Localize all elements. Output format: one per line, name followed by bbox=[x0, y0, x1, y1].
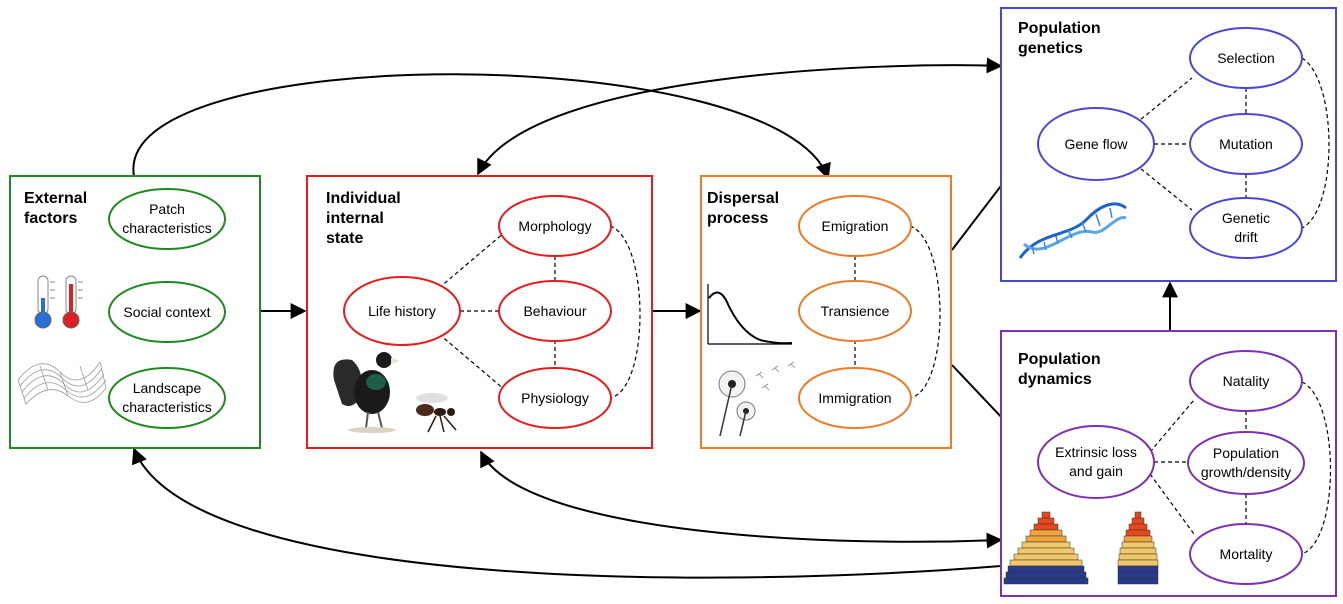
node-life-history bbox=[343, 276, 461, 346]
svg-text:Physiology: Physiology bbox=[521, 390, 589, 406]
individual-connectors bbox=[438, 225, 641, 399]
ant-icon bbox=[416, 393, 457, 433]
svg-text:Natality: Natality bbox=[1223, 373, 1270, 389]
arrow-dynamics-individual bbox=[480, 450, 1003, 549]
node-patch-characteristics bbox=[108, 188, 226, 250]
node-extrinsic-loss-and-gain bbox=[1037, 425, 1155, 499]
arrow-individual-to-genetics bbox=[477, 57, 1003, 176]
svg-text:Emigration: Emigration bbox=[822, 218, 889, 234]
thermometer-hot-icon bbox=[62, 275, 83, 329]
node-immigration bbox=[798, 367, 912, 429]
dispersal-kernel-icon bbox=[707, 284, 793, 345]
landscape-surface-icon bbox=[17, 361, 107, 405]
thermometer-cold-icon bbox=[34, 275, 55, 329]
population-pyramid-icon bbox=[1003, 511, 1089, 585]
dandelion-seeds-icon bbox=[718, 361, 796, 437]
node-physiology bbox=[498, 367, 612, 429]
svg-text:Transience: Transience bbox=[821, 303, 890, 319]
svg-text:Immigration: Immigration bbox=[818, 390, 891, 406]
node-selection bbox=[1189, 27, 1303, 89]
svg-text:Life history: Life history bbox=[368, 303, 436, 319]
arrow-dynamics-to-external bbox=[132, 447, 1002, 579]
node-mutation bbox=[1189, 113, 1303, 175]
svg-text:Morphology: Morphology bbox=[518, 218, 591, 234]
node-landscape-characteristics bbox=[108, 367, 226, 429]
population-pyramid-icon bbox=[1117, 511, 1159, 585]
capercaillie-icon bbox=[333, 352, 400, 433]
dna-icon bbox=[1018, 202, 1127, 259]
node-gene-flow bbox=[1037, 107, 1155, 181]
svg-text:Selection: Selection bbox=[1217, 50, 1275, 66]
node-population-growth-density bbox=[1187, 431, 1305, 495]
node-morphology bbox=[498, 195, 612, 257]
arrow-external-to-dispersal bbox=[132, 73, 831, 180]
node-social-context bbox=[108, 281, 226, 343]
svg-text:Gene flow: Gene flow bbox=[1064, 136, 1128, 152]
svg-text:Behaviour: Behaviour bbox=[523, 303, 586, 319]
svg-text:Social context: Social context bbox=[123, 304, 210, 320]
node-emigration bbox=[798, 195, 912, 257]
dynamics-connectors bbox=[1149, 381, 1331, 555]
node-mortality bbox=[1189, 523, 1303, 585]
arrows bbox=[132, 57, 1178, 579]
node-natality bbox=[1189, 350, 1303, 412]
svg-text:Mortality: Mortality bbox=[1220, 546, 1273, 562]
node-behaviour bbox=[498, 280, 612, 342]
svg-text:Mutation: Mutation bbox=[1219, 136, 1273, 152]
dispersal-connectors bbox=[854, 225, 941, 399]
node-transience bbox=[798, 280, 912, 342]
node-genetic-drift bbox=[1189, 197, 1303, 259]
genetics-connectors bbox=[1129, 57, 1330, 229]
